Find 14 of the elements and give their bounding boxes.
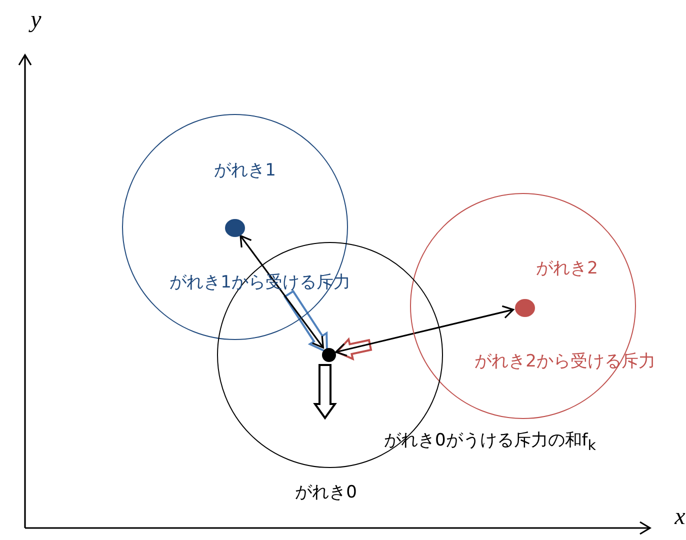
debris-circle	[410, 193, 636, 419]
debris-label: がれき1	[214, 162, 276, 180]
force-label: がれき2から受ける斥力	[474, 352, 656, 372]
debris-label: がれき2	[536, 260, 598, 278]
center-dot	[225, 219, 245, 237]
debris-circle	[122, 114, 348, 340]
axis-label: y	[30, 6, 42, 34]
arrow	[240, 235, 324, 348]
axis-label: x	[674, 504, 686, 530]
center-dot	[515, 299, 535, 317]
debris-label: がれき0	[295, 484, 357, 502]
center-dot	[322, 348, 336, 362]
force-label: がれき0がうける斥力の和f$_{k}$	[384, 432, 596, 454]
arrow	[335, 305, 514, 356]
